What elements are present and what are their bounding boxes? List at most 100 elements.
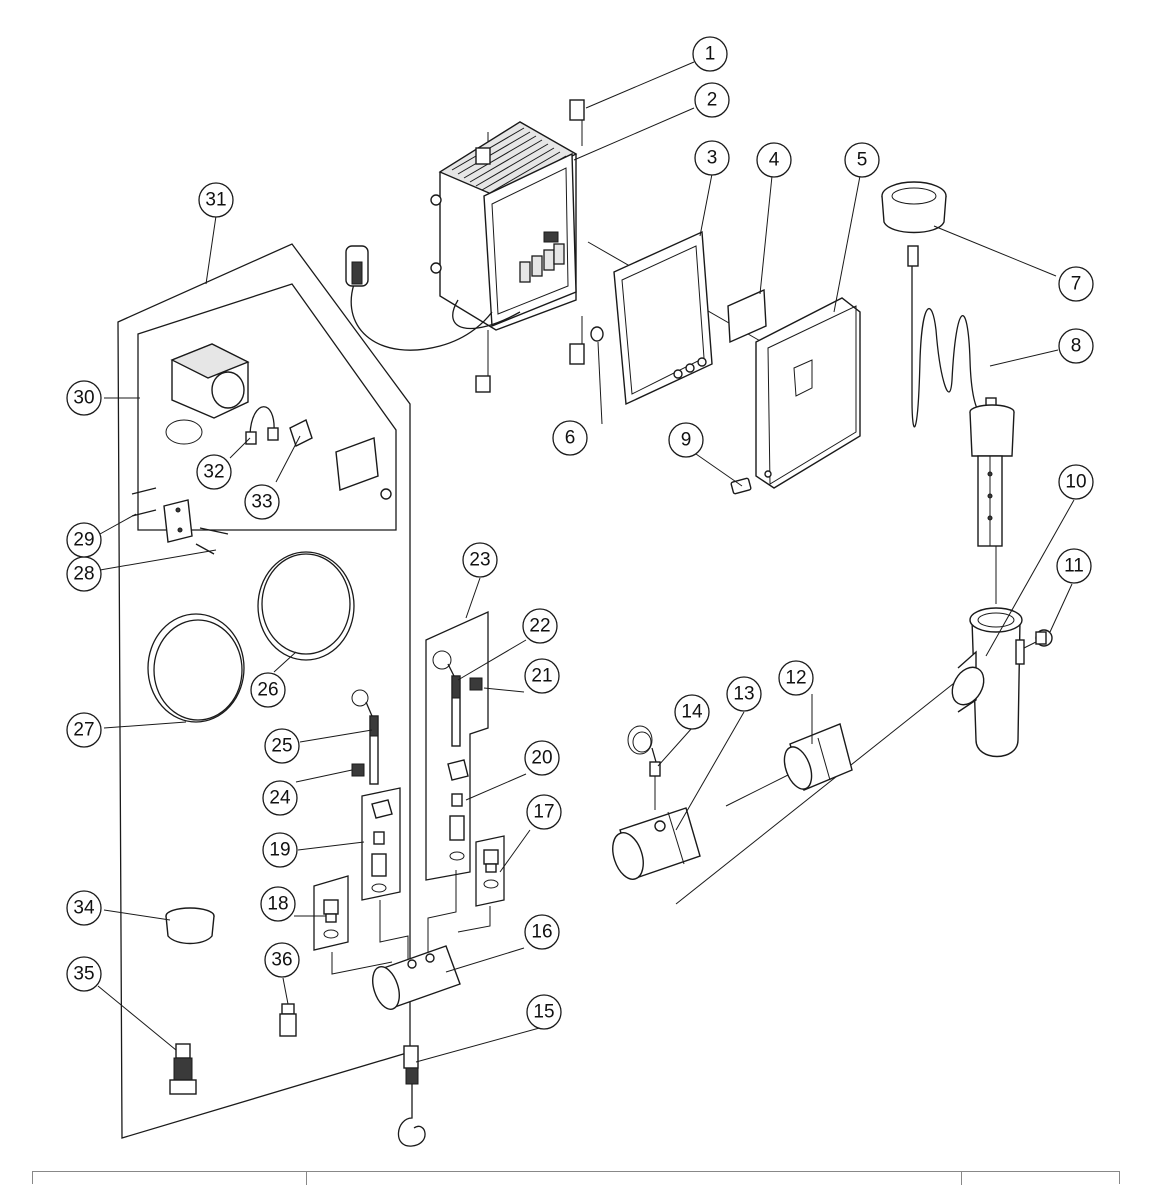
title-block-cell-1: [33, 1172, 307, 1185]
balloon-3: 3: [694, 140, 730, 176]
balloon-14: 14: [674, 694, 710, 730]
plug-part-17: [483, 849, 499, 889]
balloon-5: 5: [844, 142, 880, 178]
balloon-6: 6: [552, 420, 588, 456]
balloon-34: 34: [66, 890, 102, 926]
assembly-lines: [331, 116, 1037, 1046]
balloon-28: 28: [66, 556, 102, 592]
kit-31-outline: [117, 243, 411, 1139]
balloon-7: 7: [1058, 266, 1094, 302]
balloon-10: 10: [1058, 464, 1094, 500]
balloon-27: 27: [66, 712, 102, 748]
balloon-27-label: 27: [73, 720, 94, 741]
balloon-24-label: 24: [269, 788, 291, 809]
pump-part-30: [165, 343, 392, 500]
balloon-32: 32: [196, 454, 232, 490]
balloon-33: 33: [244, 484, 280, 520]
balloon-24: 24: [262, 780, 298, 816]
balloon-33-label: 33: [251, 492, 272, 513]
balloon-22: 22: [522, 608, 558, 644]
kit-30-outline: [137, 283, 397, 531]
clip-part-24: [351, 763, 365, 777]
sensor-part-14: [627, 725, 661, 777]
holder-part-20: [447, 759, 469, 861]
bracket-part-28: [163, 499, 229, 555]
balloon-22-label: 22: [529, 616, 550, 637]
fitting-part-36: [279, 1003, 297, 1037]
balloon-7-label: 7: [1071, 274, 1082, 295]
balloon-5-label: 5: [857, 150, 868, 171]
balloon-31-label: 31: [205, 190, 226, 211]
kit-17-outline: [475, 835, 505, 907]
balloon-31: 31: [198, 182, 234, 218]
balloon-28-label: 28: [73, 564, 94, 585]
balloon-13-label: 13: [733, 684, 754, 705]
balloon-20-label: 20: [531, 748, 552, 769]
fitting-part-35: [169, 1043, 197, 1095]
balloon-17: 17: [526, 794, 562, 830]
balloon-15-label: 15: [533, 1002, 554, 1023]
balloon-10-label: 10: [1065, 472, 1086, 493]
balloon-11-label: 11: [1064, 556, 1084, 577]
screws-part-29: [131, 487, 157, 517]
balloon-26-label: 26: [257, 680, 278, 701]
balloon-16: 16: [524, 914, 560, 950]
balloon-4: 4: [756, 142, 792, 178]
control-box: [345, 121, 578, 393]
balloon-8: 8: [1058, 328, 1094, 364]
balloon-35-label: 35: [73, 964, 94, 985]
balloon-13: 13: [726, 676, 762, 712]
balloon-23-label: 23: [469, 550, 490, 571]
kit-18-outline: [313, 875, 349, 951]
holder-part-19: [371, 799, 393, 893]
title-block-cell-3: [961, 1172, 1120, 1185]
plug-part-18: [323, 899, 339, 939]
balloon-18-label: 18: [267, 894, 288, 915]
tee-housing-part-10: [951, 607, 1025, 758]
balloon-29-label: 29: [73, 530, 94, 551]
balloon-30-label: 30: [73, 388, 94, 409]
title-block-cell-2: [306, 1172, 962, 1185]
balloon-2: 2: [694, 82, 730, 118]
leader-lines: [97, 61, 1075, 1063]
balloon-21-label: 21: [531, 666, 552, 687]
title-block: [32, 1171, 1120, 1185]
kit-19-outline: [361, 787, 401, 901]
probe-part-15: [397, 1045, 426, 1147]
cap-part-34: [165, 907, 215, 945]
nut-part-7: [881, 181, 947, 234]
pipe-saddle-part-13: [612, 807, 701, 880]
balloon-25-label: 25: [271, 736, 292, 757]
sleeve-part-12: [783, 723, 853, 791]
balloon-18: 18: [260, 886, 296, 922]
balloon-25: 25: [264, 728, 300, 764]
balloon-6-label: 6: [565, 428, 576, 449]
balloon-1-label: 1: [705, 44, 716, 65]
balloon-19: 19: [262, 832, 298, 868]
balloon-17-label: 17: [533, 802, 554, 823]
electrode-part-25: [351, 689, 379, 785]
clip-part-21: [469, 677, 483, 691]
balloon-3-label: 3: [707, 148, 718, 169]
kit-23-outline: [425, 610, 489, 881]
balloon-30: 30: [66, 380, 102, 416]
balloon-8-label: 8: [1071, 336, 1082, 357]
balloon-19-label: 19: [269, 840, 290, 861]
tube-coil-part-26: [257, 551, 355, 661]
gasket-part-3: [613, 230, 713, 406]
balloon-36-label: 36: [271, 950, 292, 971]
balloon-35: 35: [66, 956, 102, 992]
card-part-4: [727, 288, 767, 344]
balloon-12-label: 12: [785, 668, 806, 689]
balloon-26: 26: [250, 672, 286, 708]
plug-part-6: [590, 326, 604, 342]
balloon-4-label: 4: [769, 150, 780, 171]
balloon-2-label: 2: [707, 90, 718, 111]
balloon-16-label: 16: [531, 922, 552, 943]
balloon-1: 1: [692, 36, 728, 72]
balloon-11: 11: [1056, 548, 1092, 584]
balloon-20: 20: [524, 740, 560, 776]
balloon-9: 9: [668, 422, 704, 458]
electrode-part-8: [907, 245, 1015, 547]
